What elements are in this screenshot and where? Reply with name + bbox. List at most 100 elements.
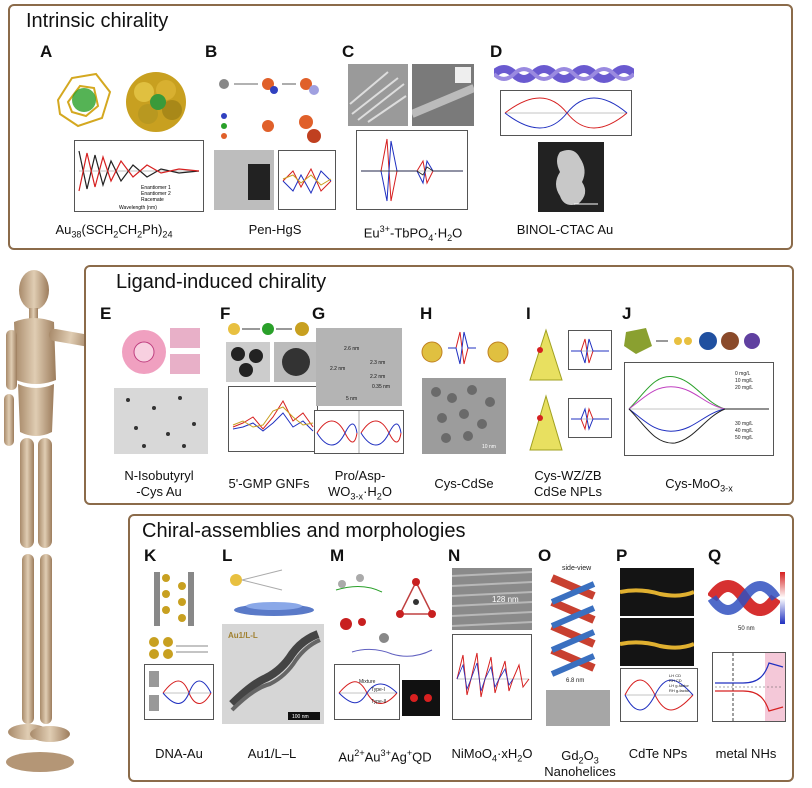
dark-inset-image-m bbox=[402, 680, 440, 716]
assembly-schematic-m bbox=[332, 562, 440, 662]
caption-d: BINOL-CTAC Au bbox=[516, 222, 614, 237]
schematic-e bbox=[118, 320, 210, 382]
chirality-plot-d bbox=[500, 90, 632, 136]
schematic-j bbox=[622, 326, 776, 356]
p-legend-2: LH g-factor bbox=[669, 683, 689, 688]
l-scale-label: 100 nm bbox=[292, 714, 309, 720]
g-label-3: 2.3 nm bbox=[370, 360, 385, 366]
g-label-1: 2.6 nm bbox=[344, 346, 359, 352]
g-label-5: 0.35 nm bbox=[372, 384, 390, 390]
section-title: Intrinsic chirality bbox=[26, 10, 169, 32]
wooden-mannequin-illustration bbox=[0, 262, 130, 782]
panel-letter-o: O bbox=[538, 546, 552, 565]
caption-k: DNA-Au bbox=[155, 746, 203, 761]
caption-g-line1: Pro/Asp- bbox=[334, 468, 386, 483]
hrtem-image-g: 2.6 nm 2.2 nm 2.3 nm 2.2 nm 0.35 nm 5 nm bbox=[316, 328, 402, 406]
cd-spectrum-plot-b bbox=[278, 150, 336, 210]
synthesis-schematic-b bbox=[214, 66, 332, 150]
panel-letter-h: H bbox=[420, 304, 433, 323]
dark-field-image-p-top bbox=[620, 568, 694, 616]
cd-spectrum-plot-m: Mixture Type-I Type-II bbox=[334, 664, 400, 720]
sem-particle-image-d bbox=[538, 142, 604, 212]
section-title: Ligand-induced chirality bbox=[116, 271, 327, 293]
m-label-type2: Type-II bbox=[371, 699, 386, 705]
panel-letter-i: I bbox=[526, 304, 531, 323]
p-legend-1: RH CD bbox=[669, 678, 682, 683]
cd-spectrum-plot-j: 0 mg/L 10 mg/L 20 mg/L 30 mg/L 40 mg/L 5… bbox=[624, 362, 774, 456]
panel-letter-f: F bbox=[220, 304, 231, 323]
tem-image-e bbox=[114, 388, 208, 454]
tem-image-l: Au1/L-L 100 nm bbox=[222, 624, 324, 724]
tem-image-f-right bbox=[274, 342, 318, 382]
nanoplatelet-schematic-i-top bbox=[526, 326, 566, 382]
caption-g-line2: WO3-x·H2O bbox=[328, 484, 392, 502]
o-pitch-label: 6.8 nm bbox=[566, 678, 584, 684]
helical-molecule-image-d bbox=[494, 64, 634, 84]
caption-m: Au2+Au3+Ag+QD bbox=[338, 748, 432, 765]
caption-p: CdTe NPs bbox=[628, 746, 688, 761]
cd-plot-i-bottom bbox=[568, 398, 612, 438]
sem-image-n: 128 nm bbox=[452, 568, 532, 630]
caption-e-line1: N-Isobutyryl bbox=[124, 468, 194, 483]
caption-o-line2: Nanohelices bbox=[544, 764, 616, 779]
section-title: Chiral-assemblies and morphologies bbox=[142, 520, 466, 542]
caption-e-line2: -Cys Au bbox=[136, 484, 182, 499]
tem-image-f-left bbox=[226, 342, 270, 382]
cd-spectrum-plot-f bbox=[228, 386, 318, 452]
panel-letter-a: A bbox=[40, 42, 53, 61]
m-label-mixture: Mixture bbox=[359, 679, 376, 685]
panel-letter-j: J bbox=[622, 304, 632, 323]
caption-j: Cys-MoO3-x bbox=[665, 476, 733, 494]
m-label-type1: Type-I bbox=[371, 687, 385, 693]
dna-staple-schematic-k bbox=[144, 632, 212, 662]
panel-letter-m: M bbox=[330, 546, 345, 565]
assembly-schematic-l bbox=[222, 562, 322, 620]
panel-letter-l: L bbox=[222, 546, 233, 565]
caption-i-line2: CdSe NPLs bbox=[534, 484, 602, 499]
legend-enantiomer-1: Enantiomer 1 bbox=[141, 185, 171, 191]
panel-letter-e: E bbox=[100, 304, 112, 323]
caption-h: Cys-CdSe bbox=[434, 476, 494, 491]
panel-letter-c: C bbox=[342, 42, 355, 61]
nanohelix-image-o: side-view 6.8 nm bbox=[544, 562, 614, 688]
panel-letter-p: P bbox=[616, 546, 628, 565]
cd-spectrum-plot-p: LH CD RH CD LH g-factor RH g-factor bbox=[620, 668, 698, 722]
cpl-spectrum-plot-c bbox=[356, 130, 468, 210]
cd-spectrum-plot-n bbox=[452, 634, 532, 720]
panel-letter-d: D bbox=[490, 42, 503, 61]
nanoplatelet-schematic-i-bottom bbox=[526, 392, 566, 452]
caption-l: Au1/L–L bbox=[247, 746, 297, 761]
g-label-4: 2.2 nm bbox=[370, 374, 385, 380]
dark-field-image-p-bottom bbox=[620, 618, 694, 666]
tem-image-h: 10 nm bbox=[422, 378, 506, 454]
cd-spectrum-plot-k bbox=[144, 664, 214, 720]
legend-enantiomer-2: Enantiomer 2 bbox=[141, 191, 171, 197]
helix-simulation-image-q: 50 nm bbox=[708, 568, 788, 632]
p-legend-3: RH g-factor bbox=[669, 688, 690, 693]
sem-image-c-left bbox=[348, 64, 408, 126]
caption-q: metal NHs bbox=[715, 746, 777, 761]
j-legend-2: 20 mg/L bbox=[735, 385, 753, 391]
panel-letter-q: Q bbox=[708, 546, 722, 565]
h-scale-label: 10 nm bbox=[482, 444, 496, 450]
cd-plot-i-top bbox=[568, 330, 612, 370]
g-label-2: 2.2 nm bbox=[330, 366, 345, 372]
caption-a: Au38(SCH2CH2Ph)24 bbox=[55, 222, 173, 240]
caption-o-line1: Gd2O3 bbox=[561, 748, 599, 766]
panel-letter-n: N bbox=[448, 546, 461, 565]
j-legend-3: 30 mg/L bbox=[735, 421, 753, 427]
cd-spectrum-plot-a: Enantiomer 1 Enantiomer 2 Racemate Wavel… bbox=[74, 140, 204, 212]
dna-helix-schematic-k bbox=[144, 568, 212, 630]
panel-letter-b: B bbox=[205, 42, 218, 61]
j-legend-0: 0 mg/L bbox=[735, 371, 751, 377]
cd-schematic-h bbox=[418, 326, 512, 370]
cluster-structure-image bbox=[44, 62, 204, 138]
panel-letter-g: G bbox=[312, 304, 326, 323]
q-scale-label: 50 nm bbox=[738, 626, 755, 632]
caption-n: NiMoO4·xH2O bbox=[451, 746, 533, 764]
j-legend-1: 10 mg/L bbox=[735, 378, 753, 384]
j-legend-4: 40 mg/L bbox=[735, 428, 753, 434]
p-legend-0: LH CD bbox=[669, 673, 681, 678]
tem-image-b bbox=[214, 150, 274, 210]
o-side-view-label: side-view bbox=[562, 565, 592, 572]
